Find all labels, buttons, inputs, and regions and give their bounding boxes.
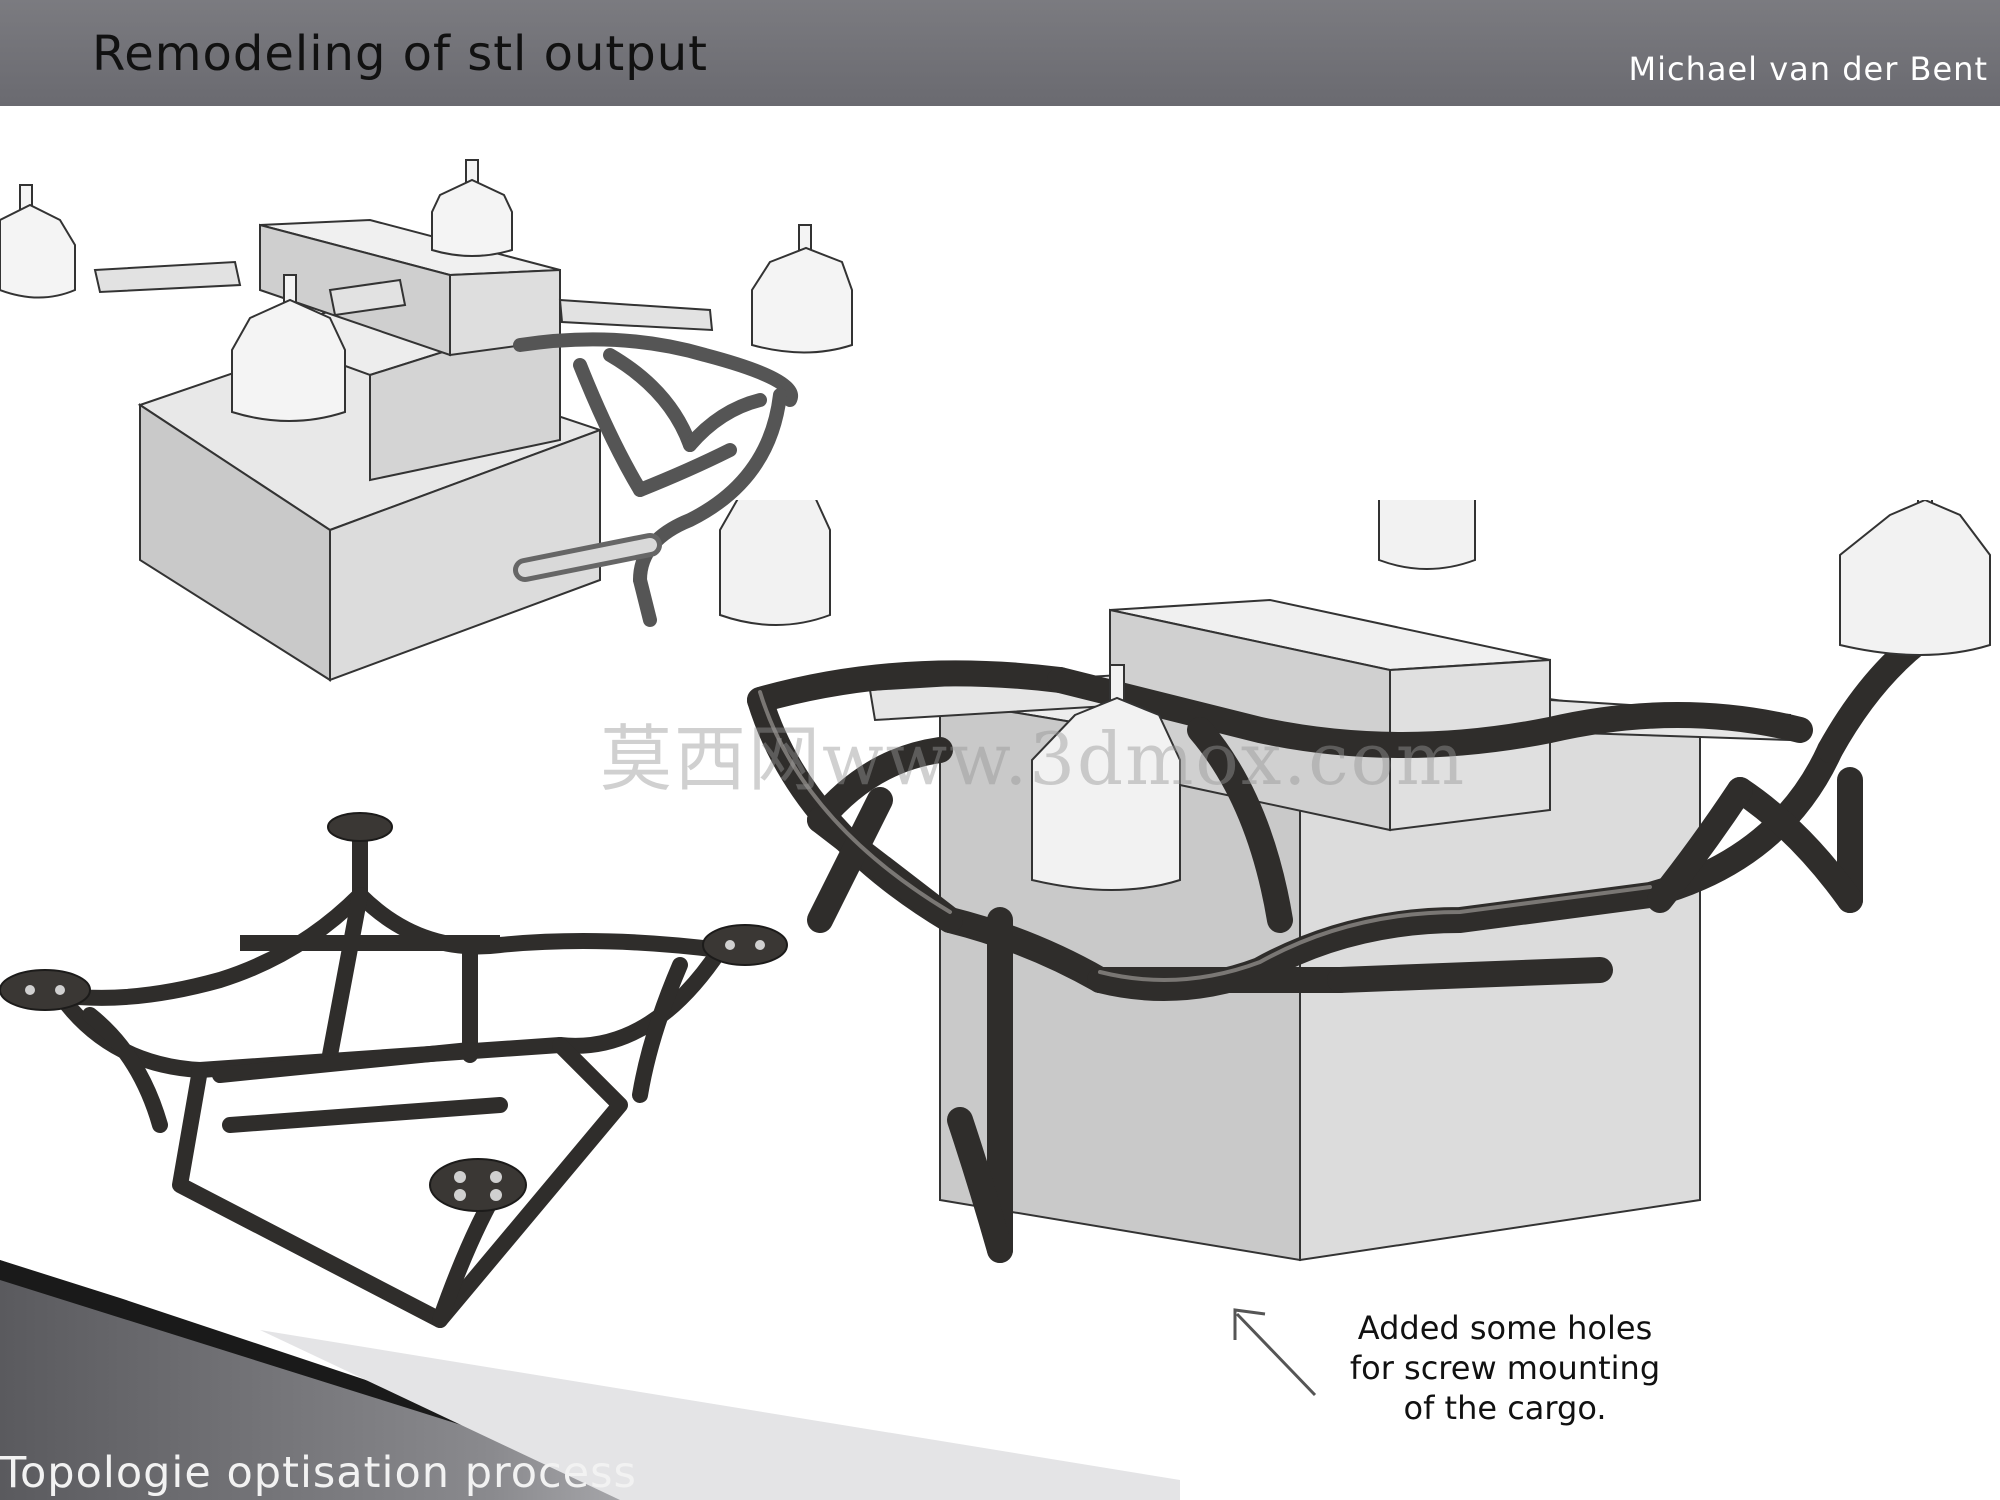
main-motor-left <box>719 500 831 626</box>
annotation-line: for screw mounting <box>1349 1349 1661 1387</box>
motor-top-left <box>0 184 76 299</box>
annotation-line: of the cargo. <box>1403 1389 1607 1427</box>
footer-band <box>0 1260 1180 1500</box>
annotation-text: Added some holes for screw mounting of t… <box>1300 1308 1710 1428</box>
remodeled-frame-figure <box>719 500 1991 1263</box>
annotation-arrow <box>1233 1308 1317 1397</box>
main-motor-right <box>1839 500 1991 656</box>
stl-output-figure <box>0 159 853 682</box>
annotation-line: Added some holes <box>1357 1309 1653 1347</box>
motor-front-left <box>231 274 346 422</box>
motor-top-center <box>431 159 513 257</box>
watermark: 莫西网www.3dmox.com <box>600 717 1467 801</box>
footer-title: Topologie optisation process <box>0 1448 637 1498</box>
main-motor-front <box>1031 664 1181 891</box>
motor-right <box>751 224 853 354</box>
header-bar <box>0 0 2000 106</box>
author-name: Michael van der Bent <box>1628 50 1988 88</box>
slide-title: Remodeling of stl output <box>92 26 708 82</box>
main-motor-back <box>1378 500 1476 570</box>
optimized-frame-figure <box>0 812 788 1328</box>
